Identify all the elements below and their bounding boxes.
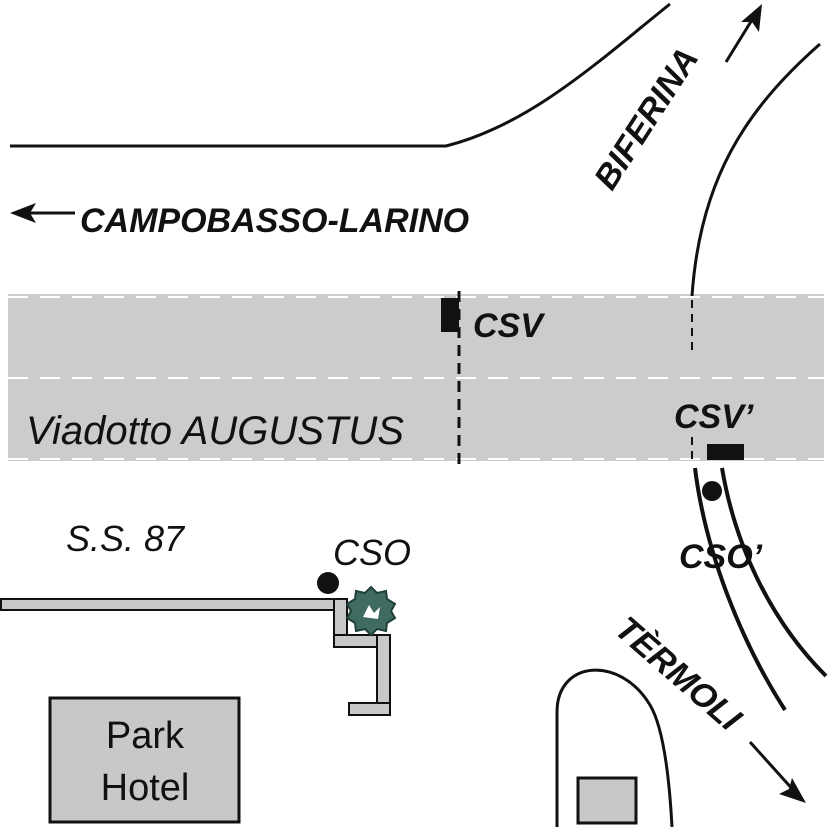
road-hotel-access xyxy=(555,668,674,827)
label-viaduct: Viadotto AUGUSTUS xyxy=(26,409,404,453)
building-outline xyxy=(0,598,391,716)
arrow-down-right-icon xyxy=(748,740,806,803)
label-biferina: BIFERINA xyxy=(587,41,706,196)
road-termoli-edge-outer xyxy=(720,467,828,678)
label-csv: CSV xyxy=(473,307,546,345)
wall-horizontal xyxy=(0,598,348,611)
small-building xyxy=(576,776,638,825)
station-cso-marker xyxy=(317,572,339,594)
station-cso-prime-marker xyxy=(702,481,722,501)
label-ss87: S.S. 87 xyxy=(66,518,186,559)
arrow-left-icon xyxy=(10,203,75,223)
road-campobasso-larino xyxy=(10,2,671,148)
park-hotel-label-line2: Hotel xyxy=(101,767,190,809)
wall-bottom xyxy=(348,702,391,716)
park-hotel-building xyxy=(48,696,241,824)
label-campobasso-larino: CAMPOBASSO-LARINO xyxy=(80,202,469,240)
station-csv-marker xyxy=(441,298,459,332)
label-csv-prime: CSV’ xyxy=(674,398,754,436)
road-biferina-edge xyxy=(690,42,821,297)
arrow-up-right-icon xyxy=(724,4,762,63)
station-csv-prime-marker xyxy=(707,444,744,460)
label-cso: CSO xyxy=(333,532,411,573)
label-termoli: TÈRMOLI xyxy=(608,609,750,739)
park-hotel-label-line1: Park xyxy=(106,715,185,757)
viaduct-augustus xyxy=(8,294,824,461)
road-termoli-edge-inner xyxy=(693,467,787,712)
label-cso-prime: CSO’ xyxy=(679,538,763,576)
tree-icon xyxy=(345,585,397,637)
